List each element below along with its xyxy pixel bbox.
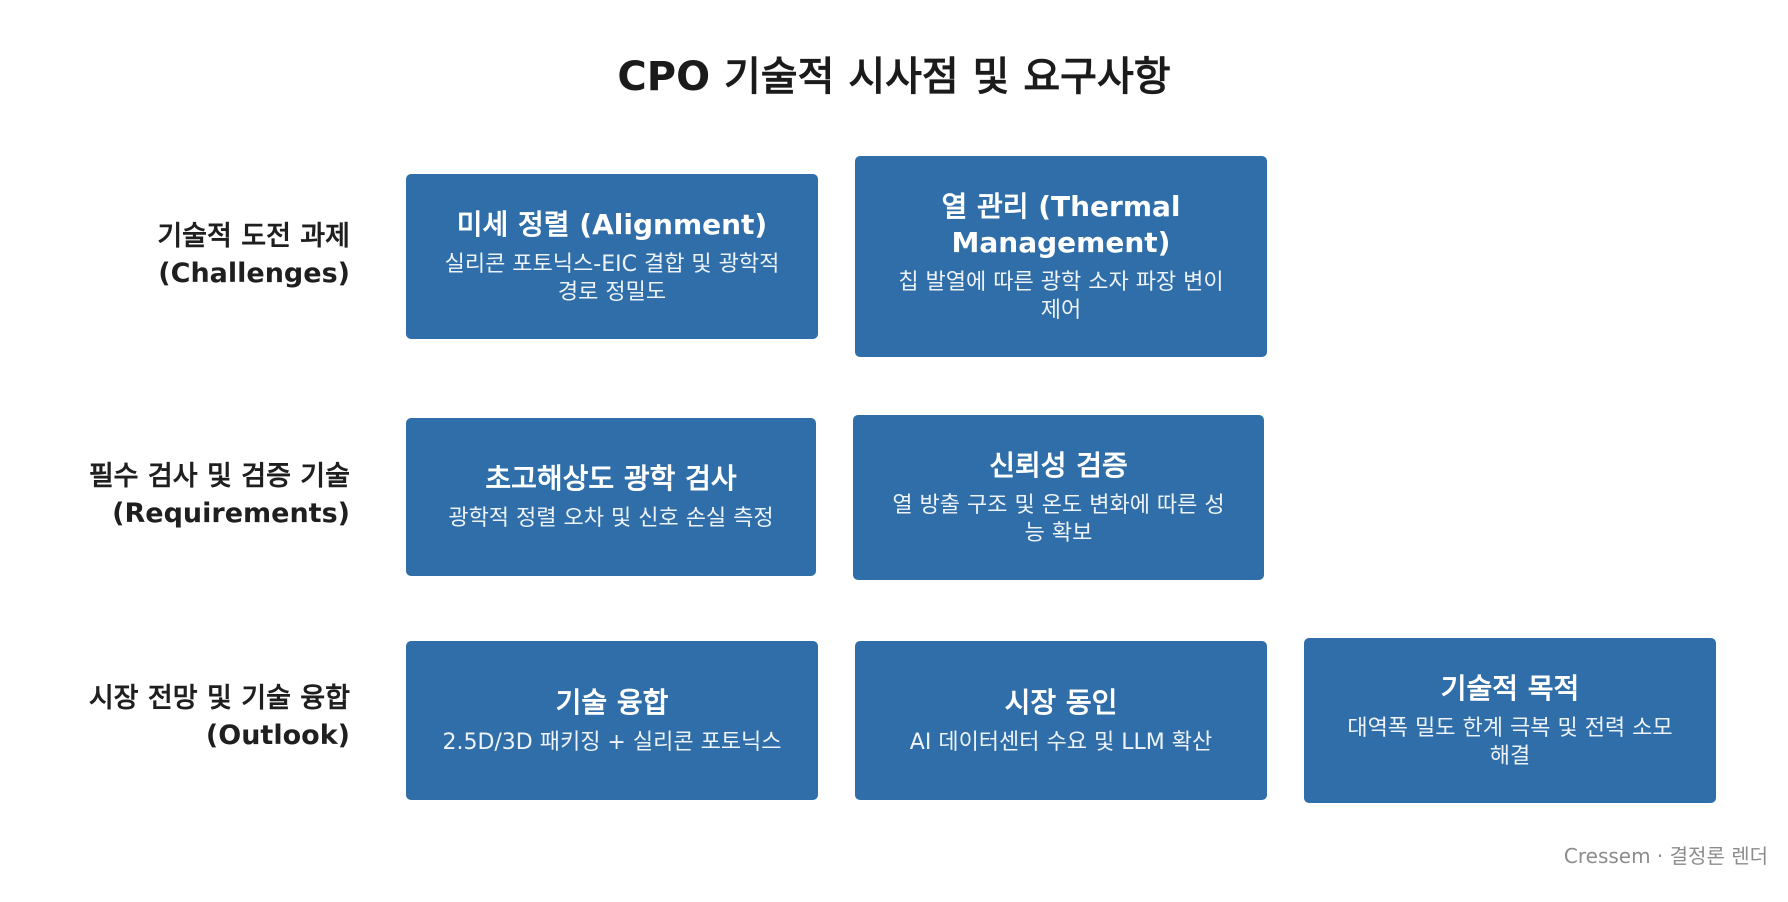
card-technology-convergence: 기술 융합 2.5D/3D 패키징 + 실리콘 포토닉스	[406, 641, 818, 800]
card-optical-inspection: 초고해상도 광학 검사 광학적 정렬 오차 및 신호 손실 측정	[406, 418, 816, 576]
card-technical-objective: 기술적 목적 대역폭 밀도 한계 극복 및 전력 소모 해결	[1304, 638, 1716, 803]
card-desc: AI 데이터센터 수요 및 LLM 확산	[909, 729, 1213, 755]
row-label-line2: (Outlook)	[205, 720, 350, 751]
card-title: 열 관리 (Thermal Management)	[941, 189, 1181, 259]
card-desc: 2.5D/3D 패키징 + 실리콘 포토닉스	[442, 729, 782, 755]
card-title: 신뢰성 검증	[989, 448, 1128, 482]
card-desc: 대역폭 밀도 한계 극복 및 전력 소모 해결	[1347, 715, 1673, 769]
row-label-challenges: 기술적 도전 과제 (Challenges)	[20, 218, 350, 292]
card-title: 기술 융합	[555, 685, 669, 719]
row-label-line2: (Challenges)	[158, 258, 350, 289]
card-desc: 열 방출 구조 및 온도 변화에 따른 성능 확보	[892, 492, 1225, 546]
card-desc: 광학적 정렬 오차 및 신호 손실 측정	[448, 506, 774, 531]
row-label-line1: 기술적 도전 과제	[157, 221, 350, 252]
row-label-line2: (Requirements)	[112, 498, 350, 529]
card-title: 초고해상도 광학 검사	[485, 462, 737, 495]
diagram-title: CPO 기술적 시사점 및 요구사항	[617, 54, 1171, 100]
card-title: 미세 정렬 (Alignment)	[456, 207, 768, 241]
footer-credit: Cressem · 결정론 렌더	[1563, 844, 1768, 868]
row-label-outlook: 시장 전망 및 기술 융합 (Outlook)	[20, 680, 350, 754]
card-thermal-management: 열 관리 (Thermal Management) 칩 발열에 따른 광학 소자…	[855, 156, 1267, 357]
card-title: 기술적 목적	[1440, 671, 1580, 705]
row-label-line1: 시장 전망 및 기술 융합	[88, 683, 350, 714]
card-desc: 칩 발열에 따른 광학 소자 파장 변이 제어	[898, 269, 1224, 323]
card-reliability-verification: 신뢰성 검증 열 방출 구조 및 온도 변화에 따른 성능 확보	[853, 415, 1264, 580]
card-alignment: 미세 정렬 (Alignment) 실리콘 포토닉스-EIC 결합 및 광학적 …	[406, 174, 818, 339]
card-market-drivers: 시장 동인 AI 데이터센터 수요 및 LLM 확산	[855, 641, 1267, 800]
row-label-requirements: 필수 검사 및 검증 기술 (Requirements)	[20, 458, 350, 532]
card-desc: 실리콘 포토닉스-EIC 결합 및 광학적 경로 정밀도	[444, 251, 780, 305]
card-title: 시장 동인	[1004, 685, 1118, 719]
row-label-line1: 필수 검사 및 검증 기술	[88, 461, 350, 492]
